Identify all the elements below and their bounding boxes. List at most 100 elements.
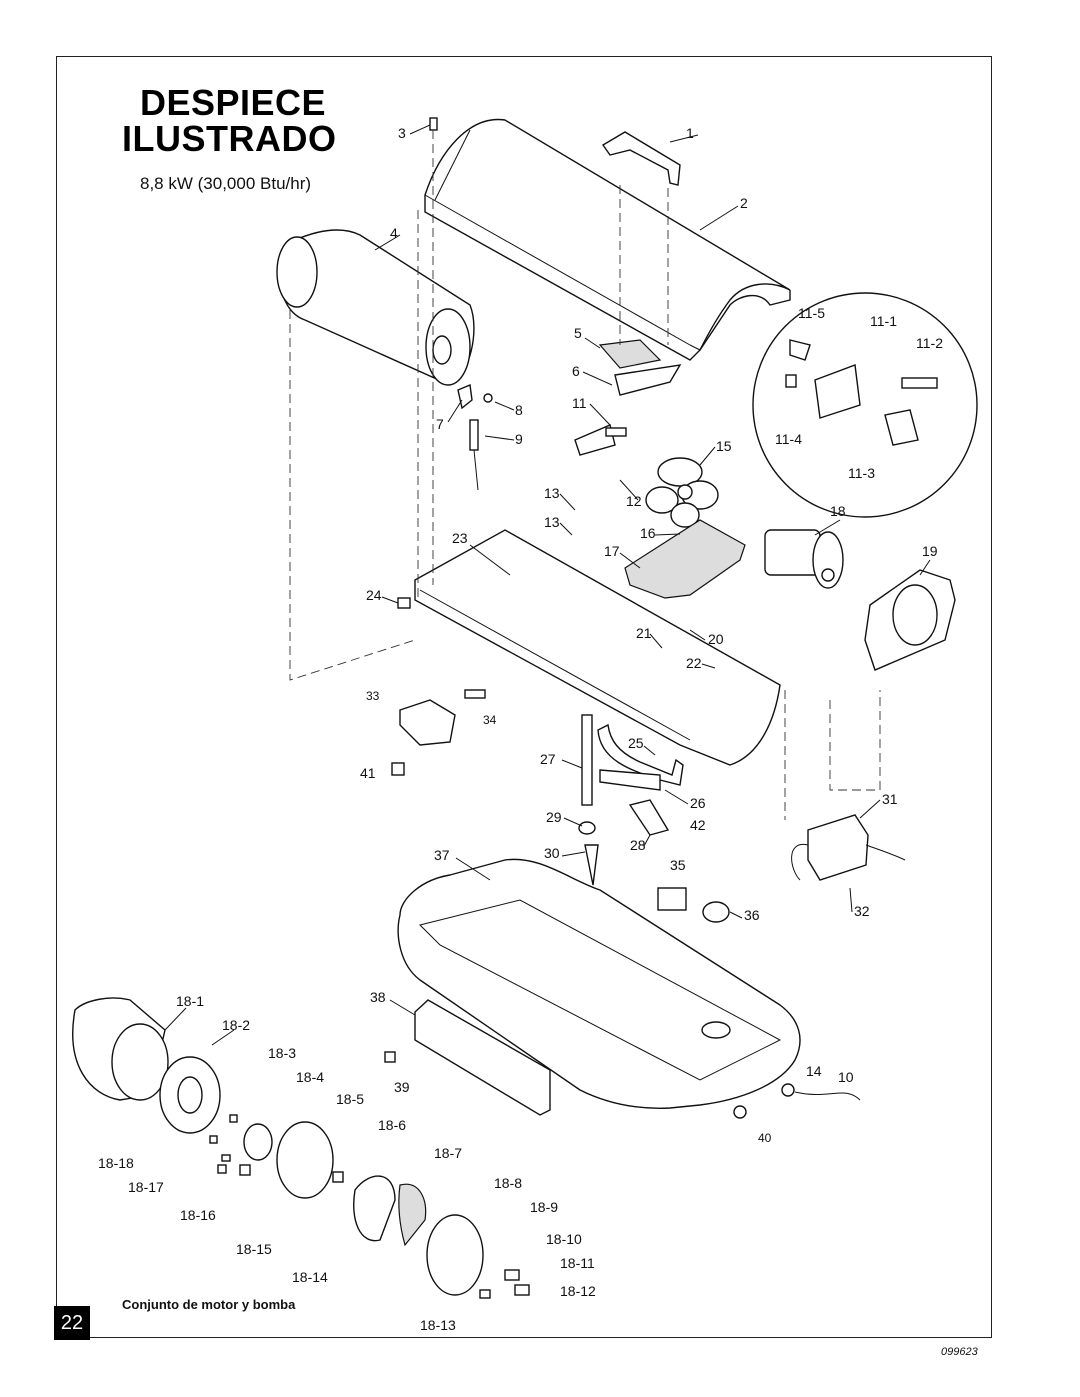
label-18-4: 18-4 <box>296 1069 324 1085</box>
lower-housing <box>414 529 781 766</box>
label-31: 31 <box>882 791 898 807</box>
label-18-11: 18-11 <box>560 1255 595 1271</box>
fan-guard <box>864 569 956 671</box>
motor <box>764 529 844 589</box>
label-15: 15 <box>716 438 732 454</box>
transformer <box>791 814 906 881</box>
label-3: 3 <box>398 125 406 141</box>
fan-blade <box>645 457 719 528</box>
label-11-1: 11-1 <box>870 313 897 329</box>
label-35: 35 <box>670 857 686 873</box>
part-24 <box>397 597 411 609</box>
screw-39 <box>384 1051 396 1063</box>
switch-assembly <box>391 689 486 776</box>
title-line-1: DESPIECE <box>140 82 327 123</box>
subtitle: 8,8 kW (30,000 Btu/hr) <box>140 174 312 193</box>
label-38: 38 <box>370 989 386 1005</box>
pump-tube <box>578 714 684 886</box>
label-2: 2 <box>740 195 748 211</box>
label-18-1: 18-1 <box>176 993 204 1009</box>
label-25: 25 <box>628 735 644 751</box>
label-33: 33 <box>366 689 380 703</box>
plate-6 <box>614 364 682 396</box>
label-18-2: 18-2 <box>222 1017 250 1033</box>
upper-housing <box>424 118 791 361</box>
label-29: 29 <box>546 809 562 825</box>
label-39: 39 <box>394 1079 410 1095</box>
label-18-17: 18-17 <box>128 1179 164 1195</box>
motor-bracket <box>624 519 746 599</box>
label-7: 7 <box>436 416 444 432</box>
label-13b: 13 <box>544 514 560 530</box>
label-13a: 13 <box>544 485 560 501</box>
label-10: 10 <box>838 1069 854 1085</box>
plate-38 <box>414 999 551 1116</box>
label-11-4: 11-4 <box>775 431 802 447</box>
leader-lines <box>164 124 931 1046</box>
plate-5 <box>598 339 662 369</box>
fuel-tank <box>397 858 801 1109</box>
part-36 <box>702 901 730 923</box>
label-27: 27 <box>540 751 556 767</box>
label-18-16: 18-16 <box>180 1207 216 1223</box>
label-28: 28 <box>630 837 646 853</box>
label-18-13: 18-13 <box>420 1317 456 1333</box>
label-18-14: 18-14 <box>292 1269 328 1285</box>
label-8: 8 <box>515 402 523 418</box>
label-12: 12 <box>626 493 642 509</box>
label-34: 34 <box>483 713 497 727</box>
combustion-chamber <box>276 229 475 386</box>
label-18-18: 18-18 <box>98 1155 134 1171</box>
screw-3 <box>429 117 438 131</box>
label-41: 41 <box>360 765 376 781</box>
label-24: 24 <box>366 587 382 603</box>
label-11: 11 <box>572 395 587 411</box>
label-11-3: 11-3 <box>848 465 875 481</box>
drawing-code: 099623 <box>941 1346 978 1358</box>
label-40: 40 <box>758 1131 772 1145</box>
label-26: 26 <box>690 795 706 811</box>
label-14: 14 <box>806 1063 822 1079</box>
label-6: 6 <box>572 363 580 379</box>
label-32: 32 <box>854 903 870 919</box>
nozzle-detail-inset <box>752 292 978 518</box>
label-16: 16 <box>640 525 656 541</box>
label-20: 20 <box>708 631 724 647</box>
part-40 <box>733 1105 747 1119</box>
label-22: 22 <box>686 655 702 671</box>
label-18-9: 18-9 <box>530 1199 558 1215</box>
label-4: 4 <box>390 225 398 241</box>
label-18-6: 18-6 <box>378 1117 406 1133</box>
part-labels: 1 2 3 4 5 6 7 8 9 10 11 11-1 11-2 11-3 1… <box>98 125 943 1333</box>
nozzle-assembly <box>574 424 627 456</box>
label-19: 19 <box>922 543 938 559</box>
label-5: 5 <box>574 325 582 341</box>
label-37: 37 <box>434 847 450 863</box>
motor-pump-subassembly <box>72 997 530 1299</box>
page-number: 22 <box>54 1306 90 1340</box>
label-23: 23 <box>452 530 468 546</box>
page-frame <box>56 56 992 1338</box>
title-line-2: ILUSTRADO <box>122 118 337 159</box>
part-14 <box>781 1083 795 1097</box>
igniter <box>457 384 493 491</box>
label-1: 1 <box>686 125 694 141</box>
label-21: 21 <box>636 625 652 641</box>
label-18-10: 18-10 <box>546 1231 582 1247</box>
label-18-5: 18-5 <box>336 1091 364 1107</box>
part-35 <box>657 887 687 911</box>
label-11-2: 11-2 <box>916 335 943 351</box>
label-18-3: 18-3 <box>268 1045 296 1061</box>
alignment-lines <box>289 130 881 820</box>
subassembly-caption: Conjunto de motor y bomba <box>122 1297 296 1312</box>
label-36: 36 <box>744 907 760 923</box>
label-18: 18 <box>830 503 846 519</box>
label-30: 30 <box>544 845 560 861</box>
label-9: 9 <box>515 431 523 447</box>
label-11-5: 11-5 <box>798 305 825 321</box>
handle <box>601 131 681 186</box>
label-18-7: 18-7 <box>434 1145 462 1161</box>
cord-10 <box>794 1091 861 1101</box>
label-18-8: 18-8 <box>494 1175 522 1191</box>
